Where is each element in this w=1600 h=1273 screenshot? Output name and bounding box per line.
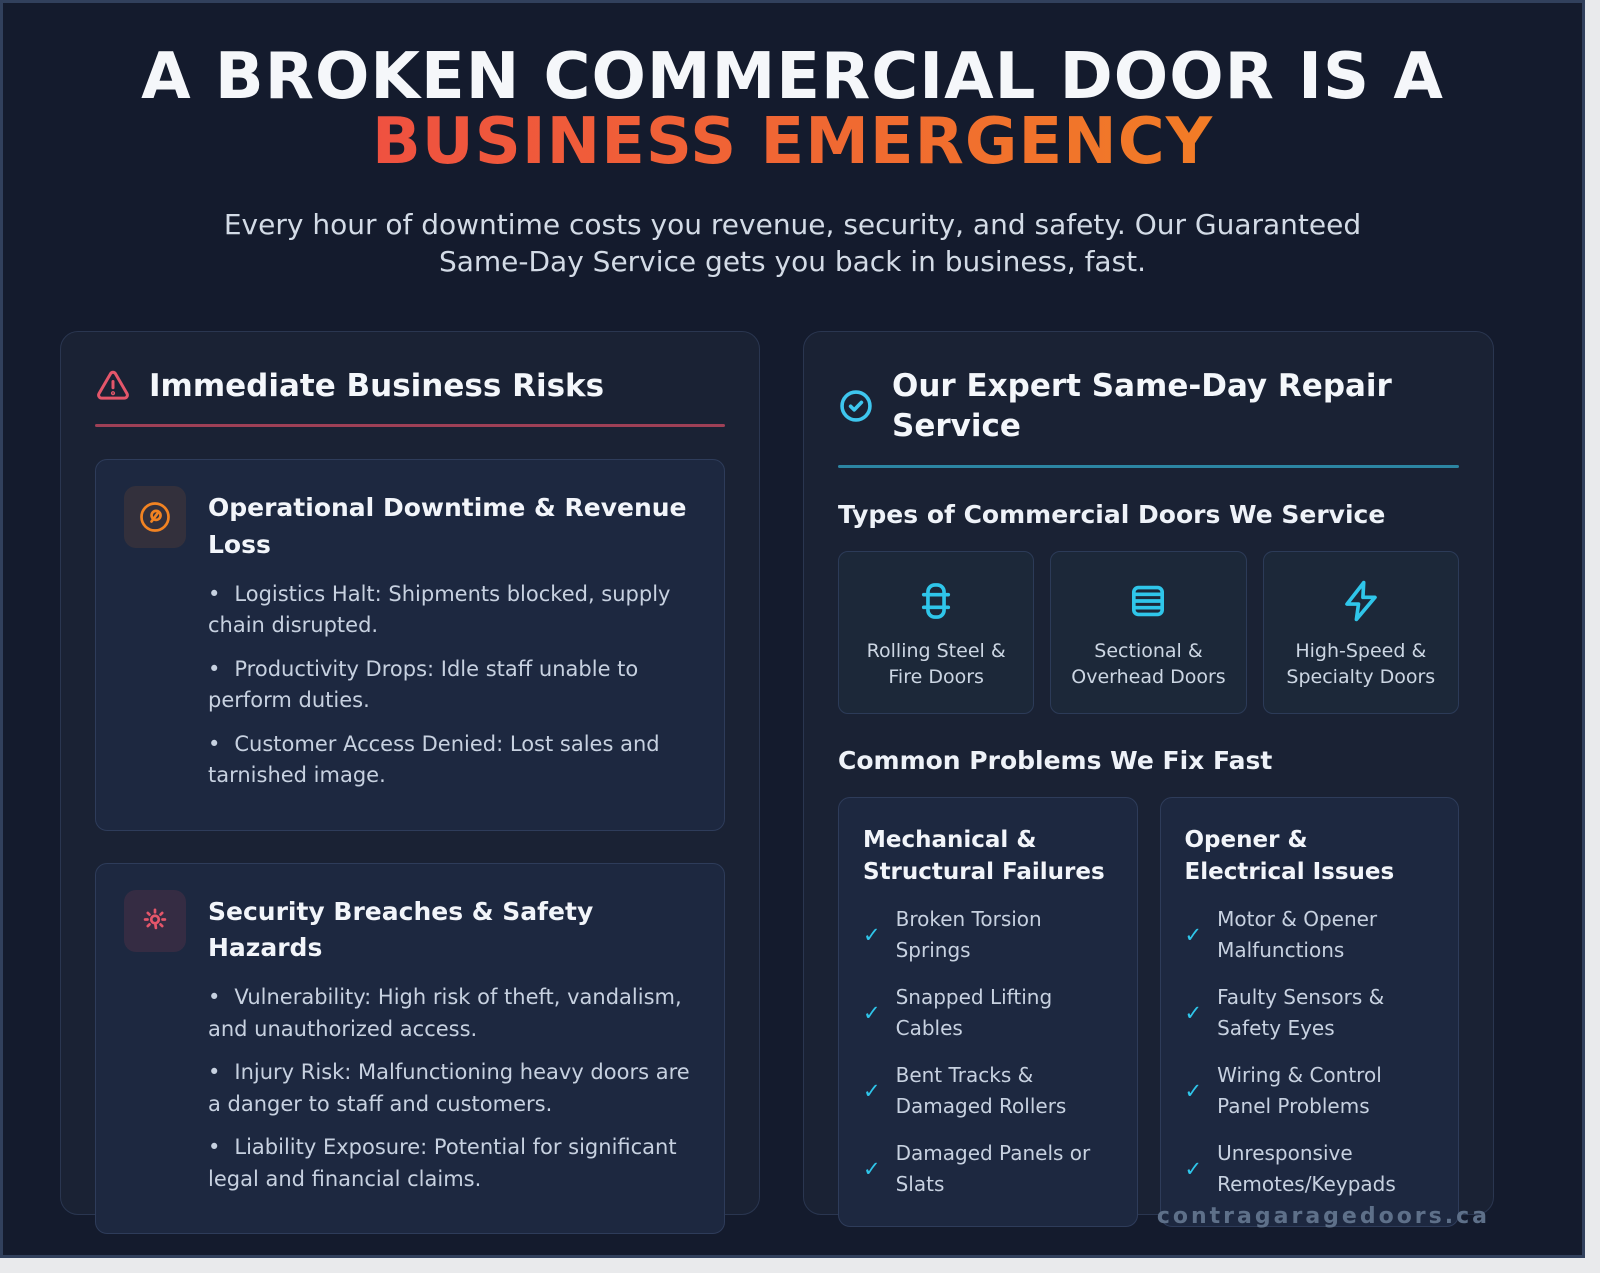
- service-divider: [838, 464, 1459, 468]
- problem-list: ✓Motor & Opener Malfunctions ✓Faulty Sen…: [1185, 904, 1435, 1200]
- check-circle-icon: [838, 388, 874, 424]
- rolling-steel-door-icon: [922, 582, 951, 619]
- problem-item: ✓Motor & Opener Malfunctions: [1184, 907, 1378, 963]
- risk-item-downtime: Operational Downtime & Revenue Loss •Log…: [95, 459, 725, 831]
- check-icon: ✓: [1184, 1079, 1203, 1104]
- bullet-icon: •: [208, 1060, 221, 1085]
- problems-heading: Common Problems We Fix Fast: [838, 745, 1273, 775]
- door-types-grid: Rolling Steel & Fire Doors Sectional & O…: [838, 550, 1459, 714]
- page-title: A BROKEN COMMERCIAL DOOR IS A BUSINESS E…: [3, 44, 1582, 176]
- risk-bullet: •Logistics Halt: Shipments blocked, supp…: [208, 581, 671, 638]
- door-type-label: Rolling Steel & Fire Doors: [866, 639, 1006, 689]
- problem-item: ✓Unresponsive Remotes/Keypads: [1184, 1141, 1396, 1197]
- problem-list: ✓Broken Torsion Springs ✓Snapped Lifting…: [863, 904, 1113, 1200]
- service-card-title: Our Expert Same-Day Repair Service: [892, 368, 1392, 445]
- sectional-door-icon: [1132, 585, 1165, 616]
- door-type-label: Sectional & Overhead Doors: [1071, 639, 1226, 689]
- check-icon: ✓: [863, 1079, 881, 1104]
- problem-group-electrical: Opener & Electrical Issues ✓Motor & Open…: [1159, 796, 1459, 1228]
- check-icon: ✓: [863, 1157, 881, 1182]
- warning-triangle-icon: [95, 368, 131, 404]
- website-watermark: contragaragedoors.ca: [1156, 1204, 1490, 1229]
- risks-card-header: Immediate Business Risks: [95, 366, 725, 406]
- lightning-bolt-icon: [1345, 580, 1377, 621]
- problem-item: ✓Bent Tracks & Damaged Rollers: [863, 1063, 1067, 1119]
- page-title-line2: BUSINESS EMERGENCY: [3, 109, 1582, 175]
- bullet-icon: •: [208, 581, 221, 606]
- siren-icon: [124, 889, 186, 952]
- risk-bullet: •Liability Exposure: Potential for signi…: [208, 1135, 677, 1191]
- door-type-high-speed: High-Speed & Specialty Doors: [1262, 550, 1459, 714]
- risk-bullet: •Injury Risk: Malfunctioning heavy doors…: [208, 1060, 690, 1116]
- content-columns: Immediate Business Risks Operational Dow…: [60, 331, 1494, 1235]
- problem-item: ✓Faulty Sensors & Safety Eyes: [1184, 985, 1385, 1041]
- bullet-icon: •: [208, 656, 221, 681]
- door-type-rolling-steel: Rolling Steel & Fire Doors: [838, 550, 1035, 714]
- door-types-heading: Types of Commercial Doors We Service: [838, 499, 1386, 529]
- problems-grid: Mechanical & Structural Failures ✓Broken…: [838, 796, 1459, 1228]
- problem-group-mechanical: Mechanical & Structural Failures ✓Broken…: [838, 796, 1138, 1228]
- check-icon: ✓: [863, 923, 881, 948]
- problem-item: ✓Damaged Panels or Slats: [863, 1141, 1091, 1197]
- problem-group-title: Opener & Electrical Issues: [1184, 826, 1395, 886]
- door-type-label: High-Speed & Specialty Doors: [1286, 639, 1436, 689]
- risks-card: Immediate Business Risks Operational Dow…: [60, 331, 760, 1235]
- risk-bullet: •Vulnerability: High risk of theft, vand…: [208, 985, 682, 1041]
- risk-item-title: Security Breaches & Safety Hazards: [208, 896, 594, 963]
- risk-bullet: •Productivity Drops: Idle staff unable t…: [208, 656, 639, 713]
- infographic-page: A BROKEN COMMERCIAL DOOR IS A BUSINESS E…: [0, 0, 1585, 1258]
- check-icon: ✓: [1184, 1157, 1203, 1182]
- check-icon: ✓: [863, 1001, 881, 1026]
- risk-item-body: Security Breaches & Safety Hazards •Vuln…: [208, 890, 696, 1208]
- risk-bullet: •Customer Access Denied: Lost sales and …: [208, 731, 660, 788]
- gauge-icon: [124, 486, 186, 549]
- problem-item: ✓Wiring & Control Panel Problems: [1184, 1063, 1382, 1119]
- risks-card-title: Immediate Business Risks: [149, 368, 605, 405]
- page-title-line1: A BROKEN COMMERCIAL DOOR IS A: [141, 40, 1444, 114]
- hero-section: A BROKEN COMMERCIAL DOOR IS A BUSINESS E…: [3, 3, 1582, 281]
- problem-item: ✓Broken Torsion Springs: [863, 907, 1042, 963]
- problem-group-title: Mechanical & Structural Failures: [863, 826, 1105, 886]
- service-card: Our Expert Same-Day Repair Service Types…: [803, 331, 1494, 1228]
- bullet-icon: •: [208, 731, 221, 756]
- bullet-icon: •: [208, 1135, 221, 1160]
- check-icon: ✓: [1184, 1001, 1203, 1026]
- risks-divider: [95, 424, 725, 428]
- door-type-sectional: Sectional & Overhead Doors: [1050, 550, 1247, 714]
- page-subtitle: Every hour of downtime costs you revenue…: [223, 207, 1362, 279]
- bullet-icon: •: [208, 985, 221, 1010]
- service-card-header: Our Expert Same-Day Repair Service: [838, 366, 1459, 447]
- risk-item-body: Operational Downtime & Revenue Loss •Log…: [208, 486, 696, 804]
- check-icon: ✓: [1184, 923, 1203, 948]
- problem-item: ✓Snapped Lifting Cables: [863, 985, 1053, 1041]
- risk-item-title: Operational Downtime & Revenue Loss: [208, 493, 687, 559]
- risk-item-security: Security Breaches & Safety Hazards •Vuln…: [95, 862, 725, 1235]
